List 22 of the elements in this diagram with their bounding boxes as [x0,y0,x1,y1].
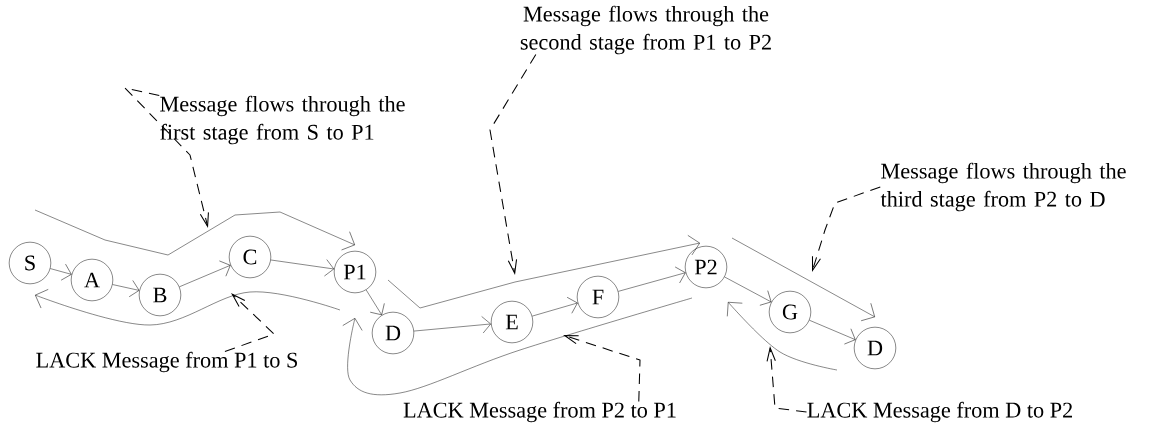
arrow [413,316,491,334]
leader-line [124,87,209,228]
annotation-text: Message flows through the third stage from P2 to D [880,162,1126,212]
arrow [179,260,231,288]
annotation-text: LACK Message from D to P2 [807,401,1072,423]
leader-line [766,346,808,413]
arrow [270,259,335,277]
arrow [365,289,385,316]
arrow [112,280,140,297]
arrow [724,276,772,306]
leader-line [563,335,641,403]
leader-line [224,293,275,353]
arrow [618,266,686,292]
leader-line [489,54,537,275]
annotation-text: LACK Message from P2 to P1 [403,401,676,423]
annotation-text: Message flows through the first stage from S to P1 [160,95,405,145]
arrow [809,320,856,345]
arrow [50,263,72,281]
annotation-text: LACK Message from P1 to S [36,351,297,373]
annotation-text: Message flows through the second stage from P1 to P2 [520,5,771,55]
arrow [532,297,578,317]
leader-line [811,186,881,272]
